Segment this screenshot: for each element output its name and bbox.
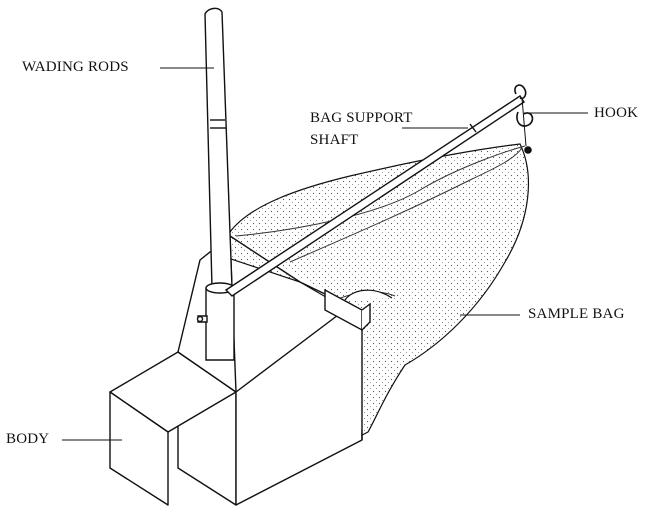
label-wading-rods: WADING RODS (22, 59, 129, 75)
label-sample-bag: SAMPLE BAG (528, 306, 625, 322)
label-body: BODY (6, 431, 50, 447)
label-hook: HOOK (594, 105, 639, 121)
label-bag-support-line1: BAG SUPPORT (310, 110, 413, 126)
wading-rod (196, 7, 235, 361)
bag-collar (324, 288, 371, 332)
bag-support-shaft (224, 95, 525, 297)
hook (514, 84, 534, 154)
leader-lines (62, 67, 588, 441)
label-bag-support-line2: SHAFT (310, 132, 359, 148)
